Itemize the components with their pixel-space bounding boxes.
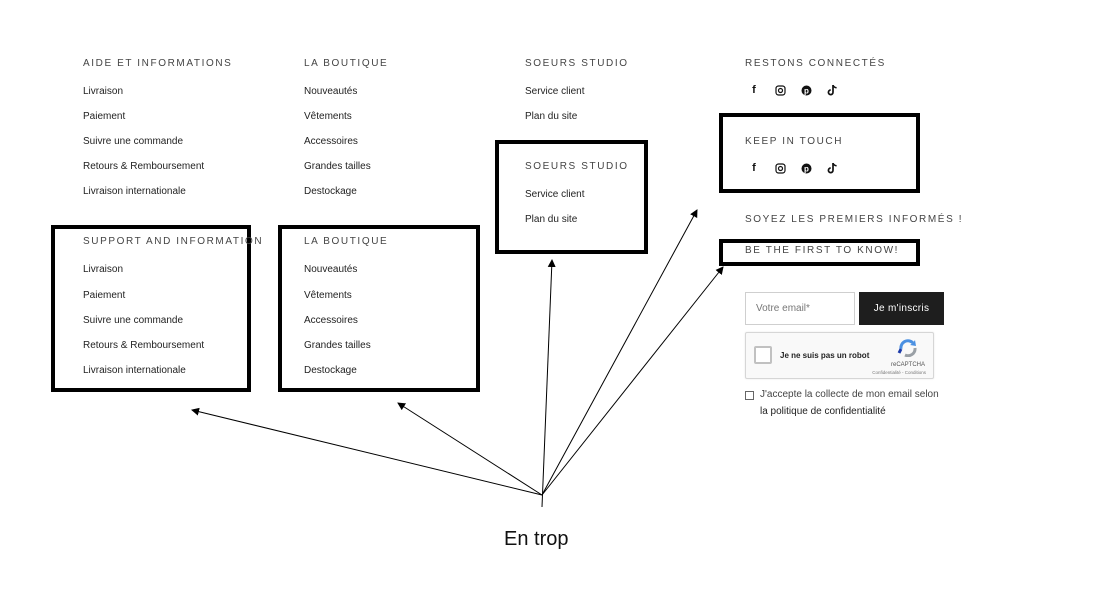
- col2-link-nouveautes[interactable]: Nouveautés: [304, 86, 358, 97]
- svg-text:p: p: [804, 86, 809, 95]
- pinterest-icon[interactable]: p: [800, 162, 812, 174]
- tiktok-icon[interactable]: [826, 162, 838, 174]
- recaptcha-brand: reCAPTCHA: [890, 362, 925, 368]
- dup-support-link-retours[interactable]: Retours & Remboursement: [83, 340, 205, 351]
- recaptcha-terms[interactable]: Confidentialité - Conditions: [872, 370, 926, 375]
- col1-link-retours[interactable]: Retours & Remboursement: [83, 161, 205, 172]
- dup-studio-title: SOEURS STUDIO: [525, 161, 629, 172]
- dup-support-link-suivre[interactable]: Suivre une commande: [83, 315, 184, 326]
- col2-link-vetements[interactable]: Vêtements: [304, 111, 352, 122]
- social-row: f p: [748, 84, 838, 96]
- col1-link-suivre[interactable]: Suivre une commande: [83, 136, 184, 147]
- annotation-label: En trop: [504, 528, 569, 550]
- recaptcha-logo-icon: [897, 339, 919, 358]
- dup-support-link-paiement[interactable]: Paiement: [83, 290, 126, 301]
- col1-title: AIDE ET INFORMATIONS: [83, 58, 233, 69]
- col1-link-livraison[interactable]: Livraison: [83, 86, 124, 97]
- facebook-icon[interactable]: f: [752, 162, 756, 174]
- col1-link-paiement[interactable]: Paiement: [83, 111, 126, 122]
- dup-newsletter-title: BE THE FIRST TO KNOW!: [745, 245, 899, 256]
- annotation-box-studio: [495, 140, 648, 254]
- arrow-to-support: [191, 407, 543, 496]
- subscribe-button[interactable]: Je m'inscris: [859, 292, 944, 325]
- dup-support-link-international[interactable]: Livraison internationale: [83, 365, 186, 376]
- dup-boutique-link-nouveautes[interactable]: Nouveautés: [304, 264, 358, 275]
- facebook-icon[interactable]: f: [752, 84, 756, 96]
- dup-boutique-link-grandes-tailles[interactable]: Grandes tailles: [304, 340, 371, 351]
- arrow-to-keep: [541, 209, 698, 496]
- dup-social-row: f p: [748, 162, 838, 174]
- consent-text: J'accepte la collecte de mon email selon: [760, 389, 939, 400]
- instagram-icon[interactable]: [774, 162, 786, 174]
- newsletter-title: SOYEZ LES PREMIERS INFORMÉS !: [745, 214, 964, 225]
- col3-link-service-client[interactable]: Service client: [525, 86, 585, 97]
- col2-link-accessoires[interactable]: Accessoires: [304, 136, 358, 147]
- dup-support-title: SUPPORT AND INFORMATION: [83, 236, 264, 247]
- arrow-to-boutique: [397, 402, 543, 496]
- recaptcha-widget: Je ne suis pas un robot reCAPTCHA Confid…: [745, 332, 934, 379]
- privacy-policy-link[interactable]: la politique de confidentialité: [760, 406, 886, 417]
- consent-checkbox[interactable]: [745, 391, 754, 400]
- dup-studio-link-service-client[interactable]: Service client: [525, 189, 585, 200]
- col3-title: SOEURS STUDIO: [525, 58, 629, 69]
- dup-boutique-link-vetements[interactable]: Vêtements: [304, 290, 352, 301]
- arrow-to-first: [541, 266, 724, 496]
- col2-title: LA BOUTIQUE: [304, 58, 389, 69]
- dup-boutique-title: LA BOUTIQUE: [304, 236, 389, 247]
- recaptcha-checkbox[interactable]: [754, 346, 772, 364]
- col2-link-grandes-tailles[interactable]: Grandes tailles: [304, 161, 371, 172]
- arrow-to-studio: [541, 259, 556, 508]
- instagram-icon[interactable]: [774, 84, 786, 96]
- recaptcha-label: Je ne suis pas un robot: [780, 351, 870, 360]
- annotation-box-keep: [719, 113, 920, 193]
- dup-studio-link-plan-du-site[interactable]: Plan du site: [525, 214, 578, 225]
- annotation-box-first: [719, 239, 920, 266]
- col3-link-plan-du-site[interactable]: Plan du site: [525, 111, 578, 122]
- annotation-box-boutique: [278, 225, 480, 392]
- col2-link-destockage[interactable]: Destockage: [304, 186, 357, 197]
- tiktok-icon[interactable]: [826, 84, 838, 96]
- dup-support-link-livraison[interactable]: Livraison: [83, 264, 124, 275]
- dup-keep-title: KEEP IN TOUCH: [745, 136, 844, 147]
- email-input[interactable]: [745, 292, 855, 325]
- col1-link-international[interactable]: Livraison internationale: [83, 186, 186, 197]
- annotation-box-support: [51, 225, 251, 392]
- col4-title: RESTONS CONNECTÉS: [745, 58, 886, 69]
- svg-text:p: p: [804, 164, 809, 173]
- dup-boutique-link-destockage[interactable]: Destockage: [304, 365, 357, 376]
- dup-boutique-link-accessoires[interactable]: Accessoires: [304, 315, 358, 326]
- pinterest-icon[interactable]: p: [800, 84, 812, 96]
